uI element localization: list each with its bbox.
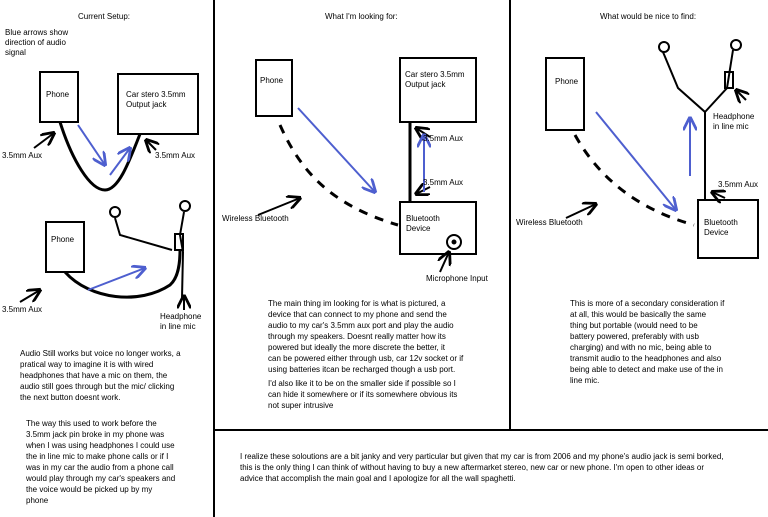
looking-for-paragraph-1: The main thing im looking for is what is…: [268, 299, 464, 374]
blue-arrows-looking: [297, 107, 424, 192]
bottom-explanation: I realize these soloutions are a bit jan…: [240, 452, 724, 483]
car-stereo-box-looking: [399, 57, 477, 123]
looking-for-paragraph-2: I'd also like it to be on the smaller si…: [268, 379, 458, 410]
phone-label-bottom: Phone: [51, 235, 75, 244]
current-setup-diagram-bottom: [19, 200, 191, 310]
headphone-wire-right: [178, 211, 185, 299]
phone-label-looking: Phone: [260, 76, 284, 85]
nice-to-find-title: What would be nice to find:: [600, 12, 697, 21]
wireless-bluetooth-label-looking: Wireless Bluetooth: [222, 214, 289, 223]
aux-pointer-nice: [712, 192, 725, 198]
phone-label-nice: Phone: [555, 77, 579, 86]
earbud-left: [109, 206, 121, 218]
looking-for-diagram: [255, 57, 477, 273]
signal-direction-note: Blue arrows show direction of audio sign…: [5, 28, 69, 57]
phone-label-top: Phone: [46, 90, 70, 99]
signal-arrow-3: [87, 268, 145, 291]
mic-input-pointer: [440, 252, 449, 273]
panel-dividers: [213, 0, 768, 517]
blue-arrows-top: [77, 124, 130, 176]
aux-label-left-top: 3.5mm Aux: [2, 151, 43, 160]
wireless-pointer-looking: [257, 198, 300, 216]
nice-to-find-diagram: [545, 39, 759, 259]
bluetooth-device-label-looking: Bluetooth Device: [406, 214, 440, 233]
inline-mic-nice: [724, 71, 734, 89]
aux-pointer-left-top: [33, 133, 54, 149]
earbud-left-nice: [658, 41, 670, 53]
earbud-right-nice: [730, 39, 742, 51]
signal-arrow-nice-1: [595, 111, 676, 210]
mic-input-circle: [446, 234, 462, 250]
looking-for-title: What I'm looking for:: [325, 12, 398, 21]
current-setup-title: Current Setup:: [78, 12, 131, 21]
nice-to-find-paragraph: This is more of a secondary consideratio…: [570, 299, 725, 385]
phone-box-nice: [545, 57, 585, 131]
current-setup-paragraph-2: The way this used to work before the 3.5…: [26, 419, 176, 505]
car-stereo-box: [117, 73, 199, 135]
headphone-label: Headphone in line mic: [160, 312, 202, 331]
signal-arrow-1: [77, 124, 105, 165]
inline-mic-bottom: [174, 233, 184, 251]
car-stereo-label-looking: Car stero 3.5mm Output jack: [405, 70, 465, 89]
signal-arrow-2: [109, 148, 130, 176]
headphone-wire-left: [114, 217, 173, 251]
aux-label-looking-top: 3.5mm Aux: [423, 134, 464, 143]
signal-arrow-looking-1: [297, 107, 375, 192]
aux-label-bottom: 3.5mm Aux: [2, 305, 43, 314]
microphone-input-label: Microphone Input: [426, 274, 488, 283]
headphone-pointer-nice: [736, 90, 746, 100]
aux-label-looking-bottom: 3.5mm Aux: [423, 178, 464, 187]
aux-pointer-right-top: [146, 140, 156, 150]
wireless-pointer-nice: [565, 204, 596, 219]
aux-pointer-bottom: [19, 290, 40, 303]
earbud-right: [179, 200, 191, 212]
blue-arrows-bottom: [87, 268, 145, 291]
bluetooth-device-label-nice: Bluetooth Device: [704, 218, 738, 237]
wireless-link-dashed: [278, 124, 399, 227]
wireless-bluetooth-label-nice: Wireless Bluetooth: [516, 218, 583, 227]
phone-box-bottom: [45, 221, 85, 273]
current-setup-paragraph-1: Audio Still works but voice no longer wo…: [20, 349, 181, 402]
aux-cable-bottom: [63, 249, 182, 299]
bluetooth-device-box-nice: [697, 199, 759, 259]
phone-box-top: [39, 71, 79, 123]
wireless-link-dashed-nice: [573, 134, 695, 227]
mic-input-dot: [451, 239, 457, 245]
car-stereo-label: Car stero 3.5mm Output jack: [126, 90, 186, 109]
aux-label-nice: 3.5mm Aux: [718, 180, 759, 189]
blue-arrows-nice: [595, 111, 690, 210]
aux-label-right-top: 3.5mm Aux: [155, 151, 196, 160]
headphone-label-nice: Headphone in line mic: [713, 112, 755, 131]
phone-box-looking: [255, 59, 293, 117]
